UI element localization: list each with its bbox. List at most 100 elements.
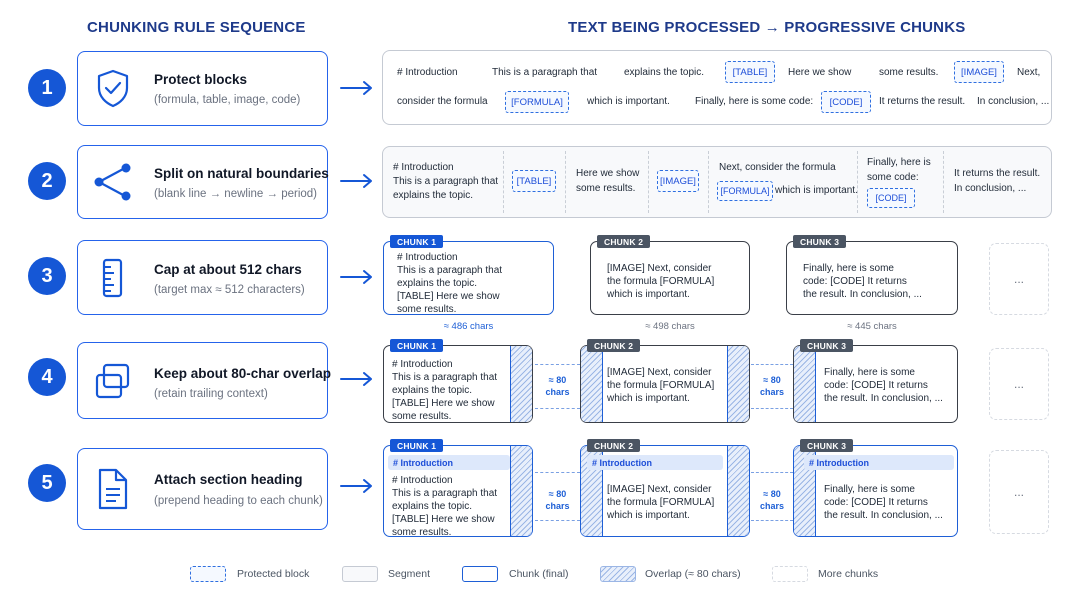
section-heading-bar: # Introduction — [388, 455, 510, 470]
text-fragment: explains the topic. — [624, 67, 705, 78]
legend-swatch-chunk — [462, 566, 498, 582]
step-number-3: 3 — [28, 257, 66, 295]
step-number-5: 5 — [28, 464, 66, 502]
segment-divider — [648, 151, 649, 213]
text-fragment: which is important. — [587, 96, 670, 107]
overlap-unit: chars — [759, 387, 785, 397]
chunk-size-caption: ≈ 498 chars — [645, 321, 695, 332]
rule-subtitle: (retain trailing context) — [154, 388, 268, 400]
text-fragment: Here we show — [788, 67, 852, 78]
step-number-2: 2 — [28, 162, 66, 200]
more-chunks-placeholder: ... — [989, 348, 1049, 420]
chunk-tag: CHUNK 3 — [793, 235, 847, 248]
section-heading-bar: # Introduction — [587, 455, 723, 470]
segment-line: Finally, here is — [867, 157, 931, 168]
segment-divider — [857, 151, 858, 213]
segment-line: explains the topic. — [393, 190, 474, 201]
rule-subtitle: (prepend heading to each chunk) — [154, 495, 323, 507]
more-chunks-placeholder: ... — [989, 450, 1049, 534]
protected-block-code: [CODE] — [821, 91, 871, 113]
overlap-connector — [751, 408, 793, 409]
chunk-text: Finally, here is some code: [CODE] It re… — [824, 367, 943, 404]
chunk-text: # Introduction This is a paragraph that … — [392, 475, 498, 538]
segment-line: Next, consider the formula — [719, 162, 836, 173]
overlap-connector — [751, 364, 793, 365]
segment-line: This is a paragraph that — [393, 176, 499, 187]
overlap-label: ≈ 80 chars — [751, 374, 793, 398]
chunk-tag: CHUNK 3 — [800, 339, 854, 352]
text-fragment: Next, — [1017, 67, 1041, 78]
text-fragment: Finally, here is some code: — [695, 96, 814, 107]
overlap-unit: chars — [759, 501, 785, 511]
chunk-tag: CHUNK 1 — [390, 339, 444, 352]
chunk-card: CHUNK 3 # Introduction Finally, here is … — [793, 439, 958, 537]
chunk-card: CHUNK 3 Finally, here is some code: [COD… — [793, 339, 958, 423]
chunk-tag: CHUNK 3 — [800, 439, 854, 452]
protected-block-image: [IMAGE] — [954, 61, 1004, 83]
overlap-label: ≈ 80 chars — [535, 374, 580, 398]
overlap-connector — [535, 364, 580, 365]
chunk-tag: CHUNK 1 — [390, 439, 444, 452]
chunk-card: CHUNK 1 # Introduction # Introduction Th… — [383, 439, 533, 538]
chunk-text: Finally, here is some code: [CODE] It re… — [803, 263, 922, 300]
overlap-value: ≈ 80 — [763, 489, 781, 499]
segment-line: It returns the result. — [954, 168, 1041, 179]
text-fragment: In conclusion, ... — [977, 96, 1050, 107]
chunk-card: CHUNK 2 # Introduction [IMAGE] Next, con… — [580, 439, 750, 537]
chunk-size-caption: ≈ 486 chars — [443, 321, 494, 332]
legend-label: More chunks — [818, 568, 879, 580]
text-fragment: # Introduction — [397, 67, 458, 78]
rule-subtitle: (formula, table, image, code) — [154, 94, 301, 106]
document-icon — [98, 468, 128, 510]
share-nodes-icon — [94, 163, 131, 201]
text-fragment: This is a paragraph that — [492, 67, 598, 78]
segment-line: which is important. — [775, 185, 858, 196]
chunk-tag: CHUNK 2 — [587, 439, 641, 452]
segments-panel: # Introduction This is a paragraph that … — [382, 146, 1052, 218]
overlap-region — [727, 346, 749, 422]
overlap-unit: chars — [545, 501, 570, 511]
overlap-connector — [535, 520, 580, 521]
chunk-text: Finally, here is some code: [CODE] It re… — [824, 484, 943, 521]
rule-title: Attach section heading — [154, 472, 303, 487]
segment-line: some code: — [867, 172, 919, 183]
chunk-card: CHUNK 2 [IMAGE] Next, consider the formu… — [580, 339, 750, 423]
overlap-region — [727, 446, 749, 536]
left-column-header: CHUNKING RULE SEQUENCE — [87, 19, 306, 36]
rule-card-overlap: Keep about 80-char overlap (retain trail… — [77, 342, 332, 419]
overlap-connector — [751, 472, 793, 473]
arrow-right-icon — [340, 81, 372, 95]
chunk-text: # Introduction This is a paragraph that … — [392, 359, 498, 422]
rule-title: Keep about 80-char overlap — [154, 366, 332, 381]
legend-swatch-protected — [190, 566, 226, 582]
legend-label: Segment — [388, 568, 431, 580]
protected-block-image: [IMAGE] — [657, 170, 699, 192]
arrow-right-icon — [340, 479, 372, 493]
rule-subtitle: (blank line → newline → period) — [154, 188, 317, 200]
right-column-header: TEXT BEING PROCESSED → PROGRESSIVE CHUNK… — [568, 19, 966, 36]
segment-divider — [708, 151, 709, 213]
legend-label: Protected block — [237, 568, 310, 580]
protected-block-table: [TABLE] — [725, 61, 775, 83]
legend-swatch-more — [772, 566, 808, 582]
rule-card-split-boundaries: Split on natural boundaries (blank line … — [77, 145, 329, 219]
overlap-value: ≈ 80 — [763, 375, 781, 385]
more-chunks-placeholder: ... — [989, 243, 1049, 315]
chunk-card: CHUNK 1 # Introduction This is a paragra… — [383, 339, 533, 423]
ruler-icon — [102, 258, 123, 297]
rule-card-cap-size: Cap at about 512 chars (target max ≈ 512… — [77, 240, 328, 315]
chunk-tag: CHUNK 2 — [597, 235, 651, 248]
overlap-region — [581, 346, 603, 422]
legend-swatch-segment — [342, 566, 378, 582]
chunk-size-caption: ≈ 445 chars — [847, 321, 897, 332]
overlap-region — [510, 446, 532, 536]
overlap-region — [794, 346, 816, 422]
segment-line: Here we show — [576, 168, 640, 179]
step-number-4: 4 — [28, 358, 66, 396]
chunk-tag: CHUNK 2 — [587, 339, 641, 352]
raw-text-panel: # Introduction This is a paragraph that … — [382, 50, 1052, 125]
protected-block-code: [CODE] — [867, 188, 915, 208]
overlap-connector — [535, 472, 580, 473]
rule-card-attach-heading: Attach section heading (prepend heading … — [77, 448, 328, 530]
rule-title: Split on natural boundaries — [154, 166, 329, 181]
